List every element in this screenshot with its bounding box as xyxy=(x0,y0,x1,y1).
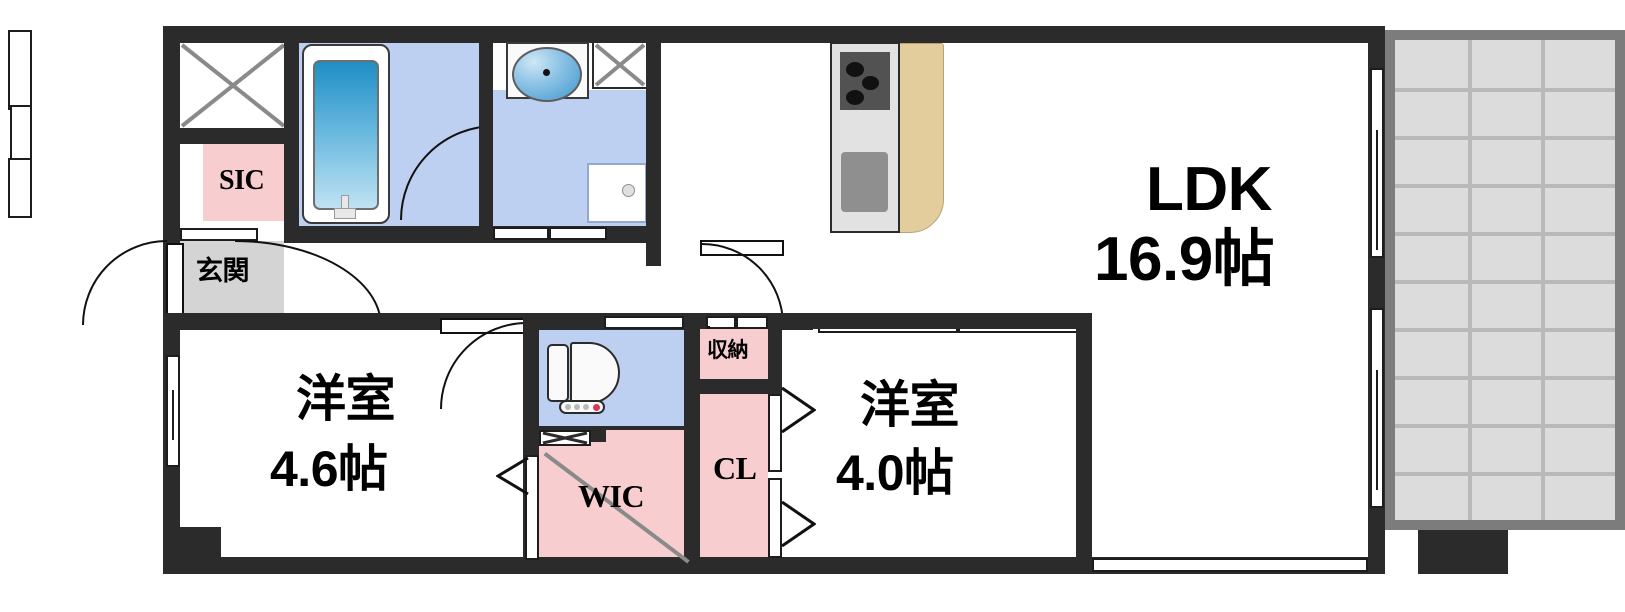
wall-under-storage-box xyxy=(163,128,299,144)
structural-column-southwest xyxy=(163,527,221,574)
cl-door-lower[interactable] xyxy=(768,478,782,558)
wall-shuno-east xyxy=(768,313,782,394)
kitchen-counter xyxy=(898,43,944,233)
storage-x-icon-2 xyxy=(594,43,646,87)
storage-box-upper-left xyxy=(178,41,288,130)
balcony-tile-line-h5 xyxy=(1395,280,1615,284)
toilet-door[interactable] xyxy=(604,316,684,329)
sic-door[interactable] xyxy=(180,228,258,241)
toilet-tank xyxy=(547,344,569,402)
washing-machine xyxy=(587,163,647,223)
toilet-button-3[interactable] xyxy=(583,404,589,410)
kitchen-sink xyxy=(841,152,888,212)
wall-shuno-south xyxy=(700,379,774,394)
cl-folding-door-arrow-upper-icon xyxy=(781,386,816,434)
shuno-label: 収納 xyxy=(707,339,749,362)
sliding-door-ldk-upper-rail xyxy=(1376,130,1378,250)
wic-closet-upper-notch xyxy=(606,430,684,444)
vanity-basin xyxy=(512,47,582,102)
south-opening-ldk xyxy=(1092,558,1368,572)
cl-closet xyxy=(700,394,768,557)
neighbor-window-fragment-lower xyxy=(8,158,32,218)
bedroom-west-label-line1: 洋室 xyxy=(296,371,396,427)
cl-folding-door-arrow-lower-icon xyxy=(781,500,816,548)
balcony-wall-south-stub xyxy=(1418,530,1508,574)
toilet-button-2[interactable] xyxy=(574,404,580,410)
balcony-tile-line-h7 xyxy=(1395,376,1615,380)
sic-label: SIC xyxy=(219,165,265,196)
bedroom-west-label-line2: 4.6帖 xyxy=(270,441,388,497)
bedroom-east-label-line1: 洋室 xyxy=(860,377,960,433)
washroom-door-left[interactable] xyxy=(493,227,549,240)
sliding-door-ldk-lower-rail xyxy=(1376,370,1378,490)
bathtub-faucet-base xyxy=(334,208,356,219)
wall-bedroom-east-north xyxy=(782,313,1092,329)
balcony-tile-line-h4 xyxy=(1395,232,1615,236)
bedroom-east-label-line2: 4.0帖 xyxy=(836,445,954,501)
wall-bedroom-east-east xyxy=(1076,313,1092,574)
neighbor-window-fragment-upper xyxy=(8,30,32,110)
sic-closet xyxy=(203,143,284,221)
ldk-label-line1: LDK xyxy=(1146,155,1272,224)
exterior-wall-north xyxy=(163,26,1385,43)
wall-sic-east xyxy=(284,26,299,228)
cl-label: CL xyxy=(713,450,757,486)
wic-label: WIC xyxy=(578,478,645,514)
shuno-storage xyxy=(700,329,768,379)
balcony-tile-line-h2 xyxy=(1395,136,1615,140)
wall-washroom-east xyxy=(646,26,661,266)
balcony-tile-line-h6 xyxy=(1395,328,1615,332)
storage-x-icon-1 xyxy=(180,43,286,128)
balcony-tile-line-h1 xyxy=(1395,88,1615,92)
entry-door-panel[interactable] xyxy=(166,243,184,322)
vanity-drain-icon xyxy=(543,69,550,76)
balcony-tile-line-h8 xyxy=(1395,424,1615,428)
wic-folding-door-arrow-icon xyxy=(496,456,529,496)
storage-box-upper-right xyxy=(592,41,648,89)
neighbor-window-fragment-mid xyxy=(10,105,32,160)
washroom-door-right[interactable] xyxy=(549,227,607,240)
washing-machine-knob xyxy=(622,184,635,197)
bathtub xyxy=(313,60,379,210)
wic-door-x-icon xyxy=(542,432,588,444)
balcony-tile-line-h3 xyxy=(1395,184,1615,188)
wic-door-top[interactable] xyxy=(539,430,591,446)
toilet-button-flush[interactable] xyxy=(593,404,600,411)
cl-door-upper[interactable] xyxy=(768,394,782,472)
toilet-control-panel[interactable] xyxy=(559,400,605,414)
ldk-label-line2: 16.9帖 xyxy=(1094,225,1275,294)
stove-burner-1 xyxy=(846,62,864,77)
toilet-button-1[interactable] xyxy=(565,404,571,410)
bedroom-west-window-rail xyxy=(172,390,174,440)
wic-door-west[interactable] xyxy=(525,455,539,560)
wall-bathroom-east xyxy=(479,26,493,228)
balcony-tile-line-h9 xyxy=(1395,472,1615,476)
stove-burner-2 xyxy=(862,76,879,90)
stove-burner-3 xyxy=(846,90,864,105)
wall-hallway-south-west xyxy=(163,313,523,330)
